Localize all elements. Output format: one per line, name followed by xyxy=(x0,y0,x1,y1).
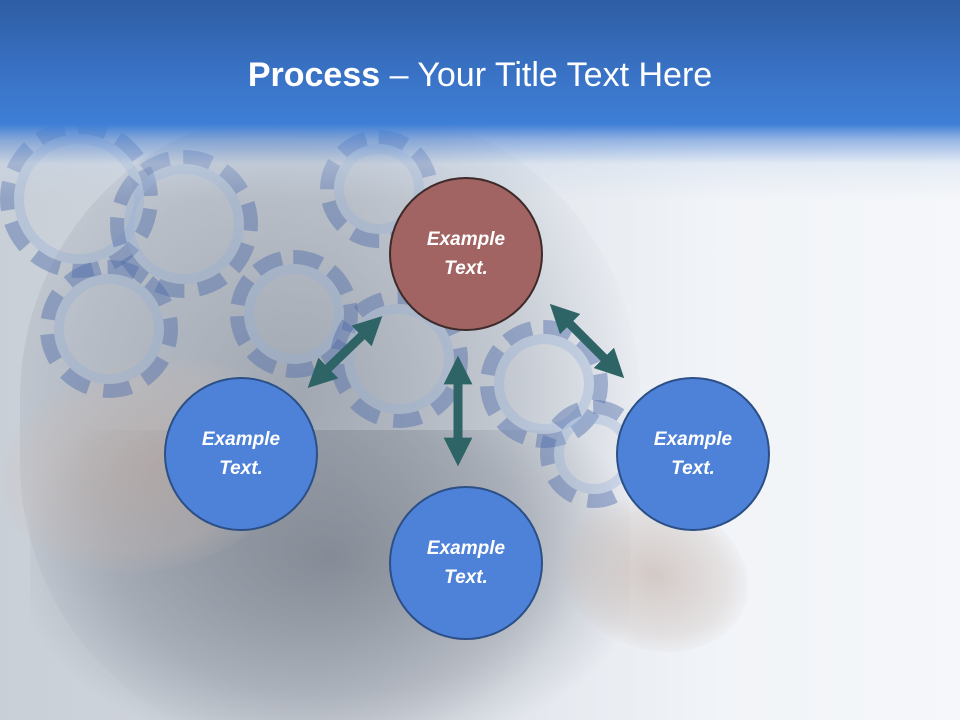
circle-right: Example Text. xyxy=(616,377,770,531)
double-arrow-right xyxy=(549,303,625,379)
circle-top: Example Text. xyxy=(389,177,543,331)
circle-bottom-label: Example Text. xyxy=(426,538,506,588)
circle-right-label: Example Text. xyxy=(653,429,733,479)
circle-left-label: Example Text. xyxy=(201,429,281,479)
title-bold-part: Process xyxy=(247,56,381,94)
double-arrow-left xyxy=(307,316,383,388)
circle-bottom: Example Text. xyxy=(389,486,543,640)
title-rest-part: – Your Title Text Here xyxy=(380,56,713,94)
circle-left: Example Text. xyxy=(164,377,318,531)
slide-title: Process – Your Title Text Here xyxy=(0,52,960,98)
circle-top-label: Example Text. xyxy=(426,229,506,279)
title-bar xyxy=(0,0,960,200)
